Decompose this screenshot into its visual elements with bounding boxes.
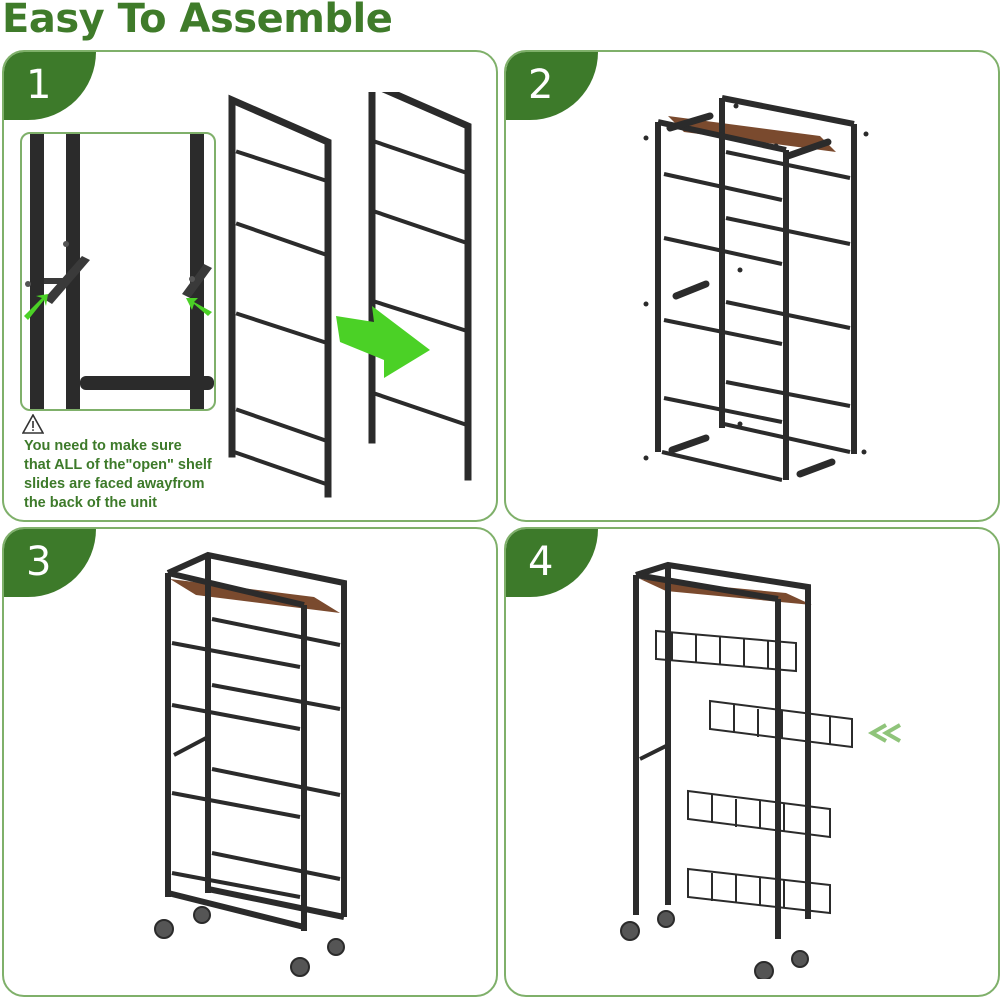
step-2-badge: 2 [506, 52, 598, 120]
step-1-badge: 1 [4, 52, 96, 120]
step-3-badge: 3 [4, 529, 96, 597]
step-4-panel: 4 [504, 527, 1000, 997]
detail-closeup [20, 132, 216, 411]
step-3-panel: 3 [2, 527, 498, 997]
closeup-illustration [24, 134, 214, 409]
frame-assembly-illustration [643, 95, 869, 482]
arrow-left-closeup-icon [24, 294, 48, 320]
assembled-frame-illustration [154, 551, 347, 977]
basket-insertion-illustration [620, 561, 901, 979]
assembly-note: You need to make sure that ALL of the"op… [24, 438, 212, 511]
push-chevrons-icon [867, 723, 901, 743]
arrow-right-closeup-icon [186, 298, 212, 316]
step-2-panel: 2 [504, 50, 1000, 522]
side-frames-illustration [228, 92, 472, 498]
step-1-panel: 1 You need to make sure that ALL of the"… [2, 50, 498, 522]
page-title: Easy To Assemble [2, 0, 393, 42]
warning-triangle-icon [22, 414, 44, 434]
green-arrow-icon [336, 306, 430, 378]
step-4-badge: 4 [506, 529, 598, 597]
